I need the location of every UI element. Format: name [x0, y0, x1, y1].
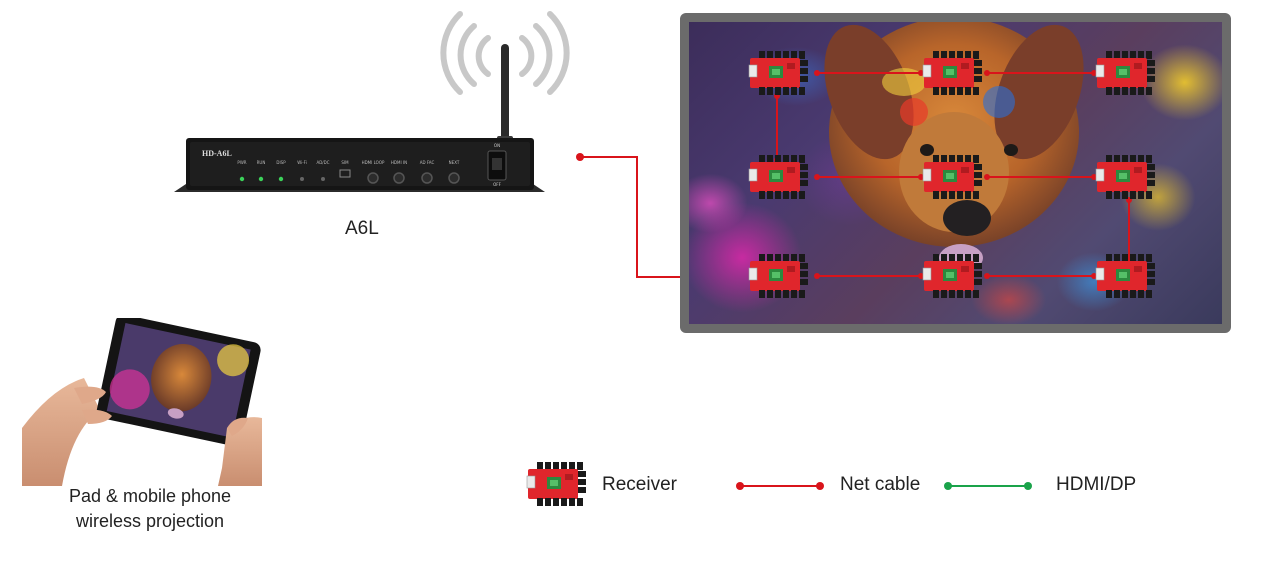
tablet-caption-line2: wireless projection: [75, 511, 225, 531]
device-model-text: HD-A6L: [202, 149, 232, 158]
switch-off-label: OFF: [493, 182, 501, 187]
antenna: [501, 44, 509, 144]
switch-on-label: ON: [494, 143, 500, 148]
port-label-ad-fac: AD FAC: [420, 160, 435, 165]
wifi-signal-icon: [440, 11, 570, 95]
legend-net-cable-line: [736, 482, 824, 490]
legend-receiver-icon: [525, 462, 587, 506]
receiver-card-icon: [747, 51, 809, 95]
legend-net-cable-label: Net cable: [840, 474, 921, 495]
screen-net-cables: [774, 70, 1132, 279]
receiver-card-icon: [921, 254, 983, 298]
legend-receiver-label: Receiver: [602, 474, 677, 495]
port-label-hdmi-loop: HDMI LOOP: [362, 160, 385, 165]
tablet-projection-image: [22, 318, 262, 486]
port-label-adc: AD/DC: [316, 160, 329, 165]
port-label-disp: DISP: [276, 160, 286, 165]
receiver-card-icon: [747, 155, 809, 199]
legend-hdmi-dp-line: [944, 482, 1032, 490]
port-label-sim: SIM: [341, 160, 349, 165]
port-label-pwr: PWR: [237, 160, 246, 165]
tablet-caption: Pad & mobile phone wireless projection: [30, 484, 270, 534]
screen-content-image: [689, 22, 1222, 324]
port-label-wifi: Wi-Fi: [297, 160, 307, 165]
legend-hdmi-dp-label: HDMI/DP: [1056, 474, 1137, 495]
port-label-next: NEXT: [449, 160, 460, 165]
receiver-card-icon: [921, 155, 983, 199]
device-label: A6L: [345, 218, 379, 239]
receiver-card-icon: [1094, 254, 1156, 298]
receiver-card-icon: [747, 254, 809, 298]
port-label-run: RUN: [257, 160, 266, 165]
led-screen: [680, 13, 1231, 333]
receiver-card-icon: [1094, 51, 1156, 95]
receiver-card-icon: [1094, 155, 1156, 199]
tablet-caption-line1: Pad & mobile phone: [68, 486, 232, 506]
port-label-hdmi-in: HDMI IN: [391, 160, 407, 165]
a6l-controller-device: HD-A6L PWR RUN DISP Wi-Fi AD/DC SIM HDMI…: [174, 44, 545, 192]
receiver-card-icon: [921, 51, 983, 95]
